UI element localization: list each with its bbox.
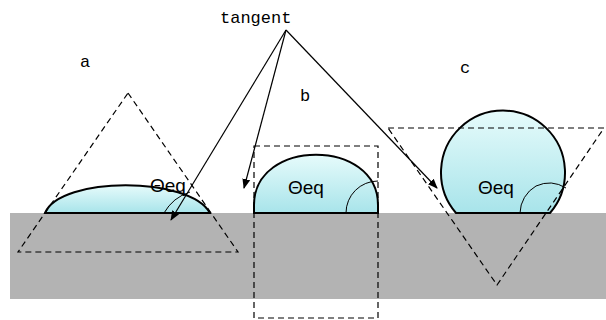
drop-c — [441, 111, 565, 213]
tangent-label: tangent — [220, 10, 291, 27]
leader-arrow — [244, 30, 286, 188]
panel-letter: a — [80, 54, 90, 71]
panel-letter: b — [300, 88, 310, 105]
angle-label: Θeq — [288, 178, 324, 197]
angle-label: Θeq — [478, 178, 514, 197]
angle-arc — [346, 181, 378, 213]
panel-letter: c — [460, 60, 470, 77]
leader-arrow — [171, 30, 286, 220]
angle-arc — [520, 183, 566, 213]
angle-label: Θeq — [150, 176, 186, 195]
drop-b — [254, 155, 378, 213]
tangent-rectangle — [254, 146, 378, 318]
leader-arrow — [286, 30, 437, 188]
tangent-triangle — [388, 128, 604, 285]
tangent-triangle — [18, 93, 238, 252]
